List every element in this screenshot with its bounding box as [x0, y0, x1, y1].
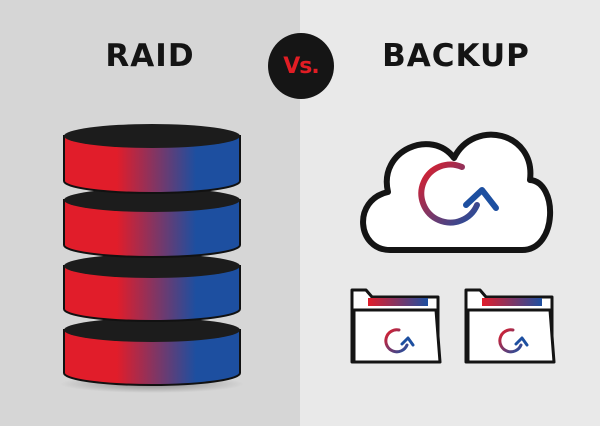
raid-title: RAID — [105, 38, 195, 74]
cloud-sync-icon — [360, 131, 553, 253]
backup-title: BACKUP — [382, 38, 530, 74]
folder-sync-icon — [464, 288, 556, 364]
folder-sync-icon — [350, 288, 442, 364]
vs-label: Vs. — [283, 53, 319, 79]
database-stack-icon — [60, 124, 244, 393]
vs-badge: Vs. — [268, 33, 334, 99]
